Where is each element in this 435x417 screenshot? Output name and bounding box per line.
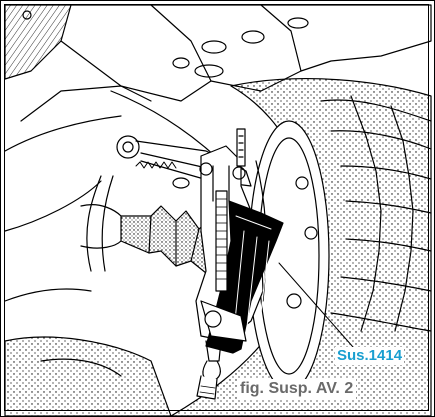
tool-reference-label: Sus.1414 [335, 347, 405, 365]
lower-ball-joint [196, 300, 247, 400]
figure-caption: fig. Susp. AV. 2 [237, 379, 357, 399]
arm-spring [135, 161, 177, 169]
leader-line [278, 262, 354, 348]
upper-wishbone [86, 135, 252, 272]
panel-holes [22, 10, 309, 78]
